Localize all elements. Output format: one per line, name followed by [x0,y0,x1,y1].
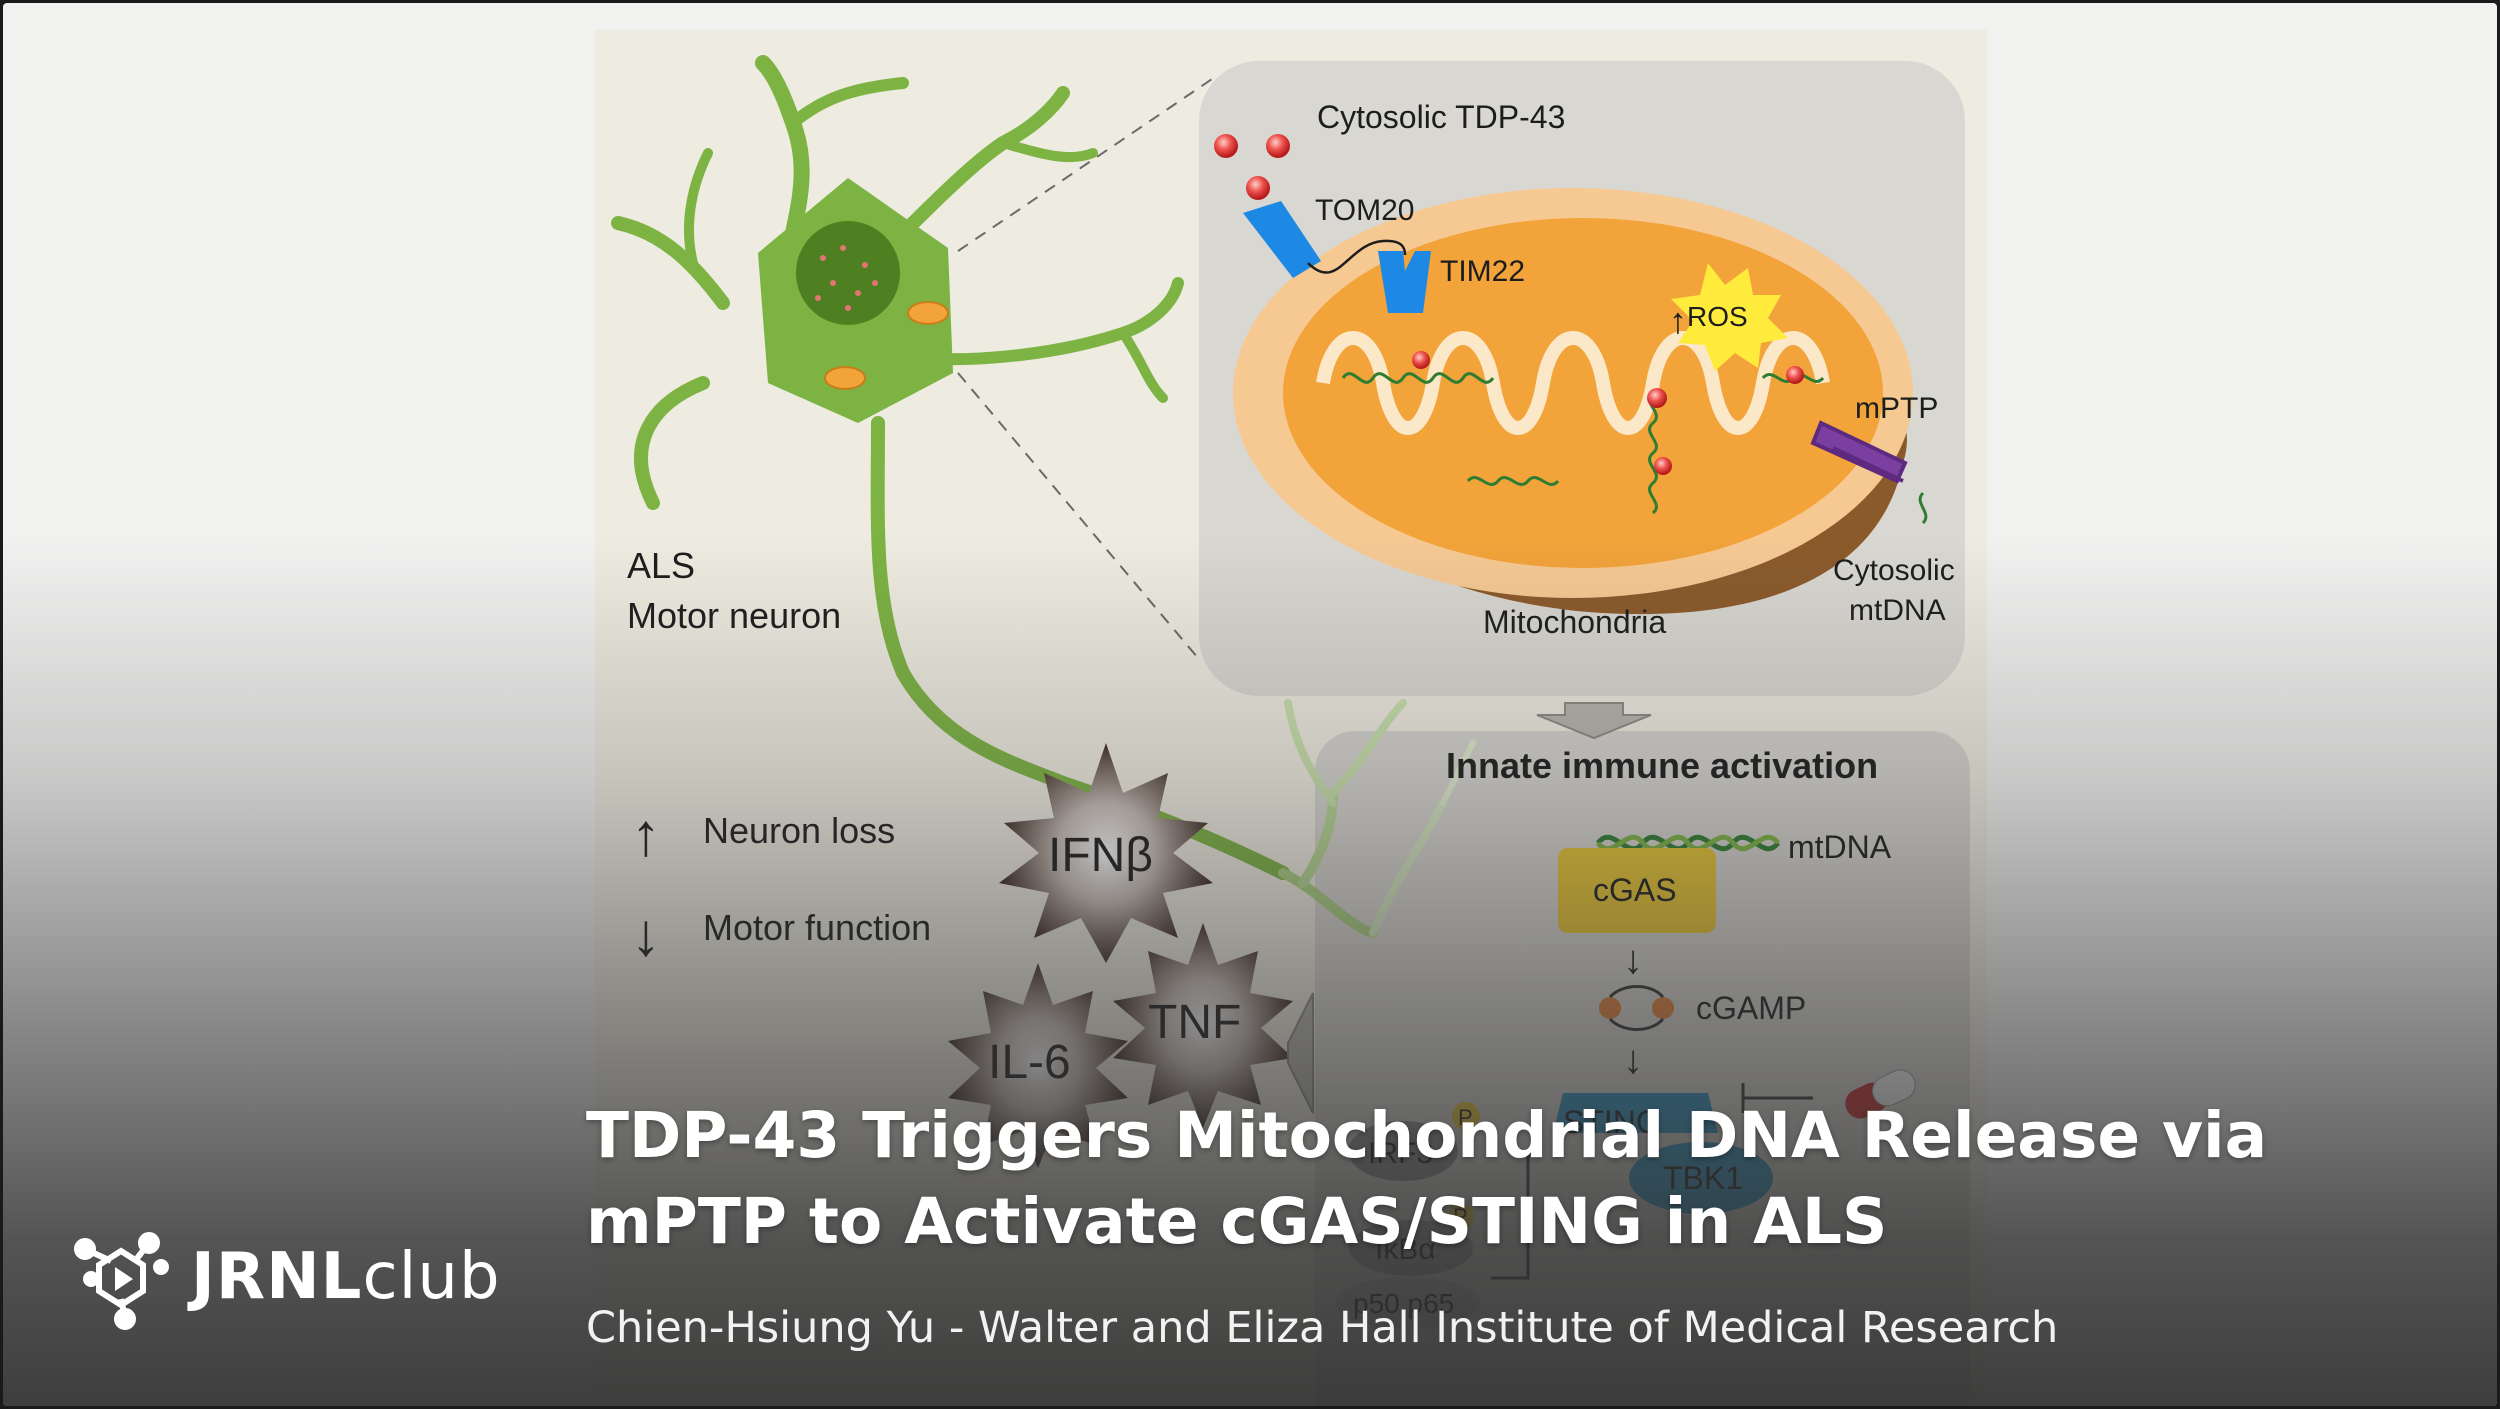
als-label: ALS [627,545,695,586]
neuron-mito-2 [824,366,866,390]
video-subtitle: Chien-Hsiung Yu - Walter and Eliza Hall … [586,1303,2059,1353]
neuron-mito-1 [907,301,949,325]
video-frame: ALS Motor neuron Mitochondria Cytosolic … [3,3,2497,1406]
molecule-play-icon [74,1232,169,1330]
jrnlclub-logo: JRNLclub [65,1221,501,1333]
tim22-label: TIM22 [1440,255,1525,288]
innate-immune-title: Innate immune activation [1446,745,1878,786]
cytosolic-mtdna-label-2: mtDNA [1849,594,1946,627]
cytosolic-mtdna-label-1: Cytosolic [1833,554,1955,587]
cytosolic-tdp43-label: Cytosolic TDP-43 [1317,99,1565,135]
logo-light-text: club [362,1240,501,1314]
video-title: TDP-43 Triggers Mitochondrial DNA Releas… [586,1099,2268,1258]
cgas-label: cGAS [1593,872,1677,908]
motor-function-down-arrow: ↓ [631,901,661,968]
cgas-to-cgamp-arrow: ↓ [1623,938,1643,982]
ifnb-label: IFNβ [1048,829,1153,882]
caption: TDP-43 Triggers Mitochondrial DNA Releas… [586,1093,2466,1353]
mtdna-label: mtDNA [1788,829,1892,865]
ros-up-arrow: ↑ [1669,300,1687,341]
motor-neuron-label: Motor neuron [627,595,841,636]
neuron-loss-label: Neuron loss [703,810,895,851]
ros-label: ROS [1687,301,1748,332]
mptp-label: mPTP [1855,392,1938,425]
cgamp-label: cGAMP [1696,990,1806,1026]
neuron-loss-up-arrow: ↑ [631,801,661,868]
logo-bold-text: JRNL [191,1240,363,1314]
motor-function-label: Motor function [703,907,931,948]
tnf-label: TNF [1148,996,1241,1049]
mitochondria-label: Mitochondria [1483,604,1666,640]
cgamp-to-sting-arrow: ↓ [1623,1038,1643,1082]
il6-label: IL-6 [988,1036,1071,1089]
tom20-label: TOM20 [1315,194,1414,227]
logo-wordmark: JRNLclub [191,1240,501,1314]
